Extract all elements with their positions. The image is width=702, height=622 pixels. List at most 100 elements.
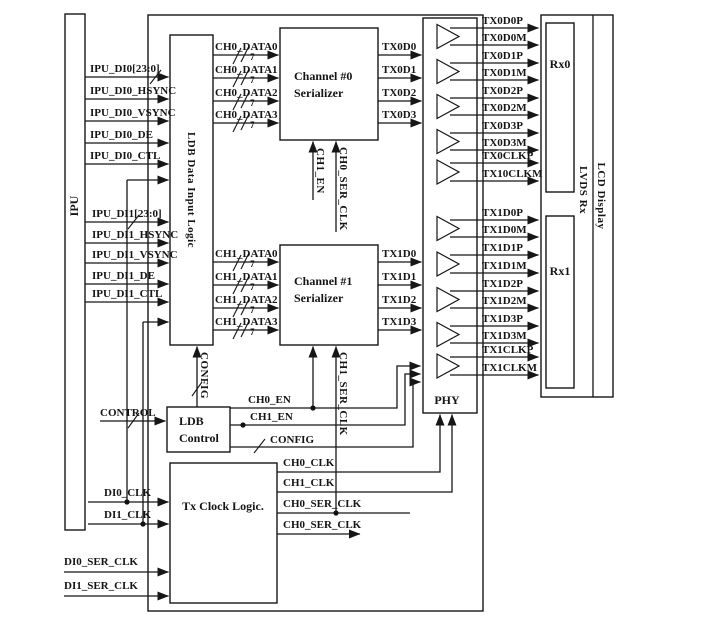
signal-ch1-data0: CH1_DATA0 [215, 248, 278, 260]
ipu-di1-wires [85, 214, 169, 524]
signal-control: CONTROL [100, 407, 156, 419]
buffer-icon [436, 250, 461, 278]
phy-label: PHY [434, 393, 460, 407]
signal-ch0-data1: CH0_DATA1 [215, 64, 278, 76]
bus-width-ch1-data1: 7 [250, 282, 255, 292]
tx0-wires [378, 50, 422, 128]
signal-ch1-clk: CH1_CLK [283, 477, 335, 489]
signal-ipu-di1-de: IPU_DI1_DE [92, 270, 155, 282]
lcd-display-label: LCD Display [595, 163, 607, 230]
ipu-di0-wires [85, 69, 169, 502]
signal-tx0d1: TX0D1 [382, 64, 416, 76]
tx-clock-logic-block [169, 462, 278, 604]
tx-clock-logic-label: Tx Clock Logic. [182, 499, 264, 513]
signal-tx0d1p: TX0D1P [482, 50, 523, 62]
buffer-icon [436, 321, 461, 348]
signal-ch0-data2: CH0_DATA2 [215, 87, 278, 99]
clock-output-wires [277, 414, 457, 539]
bus-width-ch0-data2: 7 [250, 98, 255, 108]
signal-ipu-di0-bus: IPU_DI0[23:0] [90, 63, 160, 75]
signal-tx0d3: TX0D3 [382, 109, 417, 121]
ldb-control-output-wires [230, 361, 421, 454]
signal-tx10clkm: TX10CLKM [482, 168, 543, 180]
signal-di1-clk: DI1_CLK [104, 509, 152, 521]
signal-tx1d1p: TX1D1P [482, 242, 523, 254]
signal-tx1d1: TX1D1 [382, 271, 416, 283]
signal-tx1d2m: TX1D2M [482, 295, 527, 307]
control-wire [100, 412, 166, 429]
ldb-data-input-logic-block [169, 34, 214, 346]
signal-tx0clkp: TX0CLKP [482, 150, 534, 162]
signal-ipu-di1-ctl: IPU_DI1_CTL [92, 288, 162, 300]
signal-ch0-serializer-clk: CH0_SER_CLK [337, 147, 349, 231]
tx1-wires [378, 257, 422, 335]
lvds-rx-label: LVDS Rx [577, 166, 589, 214]
channel0-serializer-label-line2: Serializer [294, 86, 344, 100]
signal-ch0-ser-clk-out1: CH0_SER_CLK [283, 498, 362, 510]
ldb-control-block [166, 406, 231, 453]
signal-ch0-data0: CH0_DATA0 [215, 41, 278, 53]
clock-input-wires [64, 497, 169, 601]
signal-tx1d0m: TX1D0M [482, 224, 527, 236]
channel1-serializer-label-line1: Channel #1 [294, 274, 352, 288]
signal-ipu-di0-de: IPU_DI0_DE [90, 129, 153, 141]
rx1-block [545, 215, 575, 389]
rx0-block [545, 22, 575, 193]
signal-tx0d2: TX0D2 [382, 87, 417, 99]
ch0-data-bus-slashes [232, 45, 250, 133]
signal-tx1d0: TX1D0 [382, 248, 417, 260]
signal-di0-ser-clk: DI0_SER_CLK [64, 556, 138, 568]
bus-width-ch1-data3: 7 [250, 327, 255, 337]
signal-di0-clk: DI0_CLK [104, 487, 152, 499]
block-outlines [64, 13, 614, 612]
signal-ipu-di0-hsync: IPU_DI0_HSYNC [90, 85, 176, 97]
signal-ch0-en: CH0_EN [248, 394, 291, 406]
config-vertical-wire [191, 346, 203, 407]
signal-ch1-data3: CH1_DATA3 [215, 316, 278, 328]
signal-ch1-data2: CH1_DATA2 [215, 294, 278, 306]
signal-ch0-clk: CH0_CLK [283, 457, 335, 469]
channel1-serializer-block [279, 244, 379, 346]
ldb-control-label-line1: LDB [179, 414, 204, 428]
signal-tx1clkp: TX1CLKP [482, 344, 534, 356]
ch0-data-wires [213, 45, 279, 133]
bus-width-ch0-data0: 7 [250, 52, 255, 62]
ch1-data-wires [213, 252, 279, 340]
rx1-label: Rx1 [550, 264, 571, 278]
buffer-icon [436, 93, 461, 120]
buffer-icon [436, 158, 461, 186]
signal-tx0d3m: TX0D3M [482, 137, 527, 149]
buffer-icon [436, 352, 461, 380]
lvds-ch1-wires [450, 215, 539, 380]
signal-ipu-di1-vsync: IPU_DI1_VSYNC [92, 249, 178, 261]
signal-tx1d2: TX1D2 [382, 294, 417, 306]
signal-di1-ser-clk: DI1_SER_CLK [64, 580, 138, 592]
signal-tx1d3: TX1D3 [382, 316, 417, 328]
signal-tx0d0p: TX0D0P [482, 15, 523, 27]
ldb-control-label-line2: Control [179, 431, 219, 445]
signal-ipu-di0-vsync: IPU_DI0_VSYNC [90, 107, 176, 119]
signal-ipu-di0-ctl: IPU_DI0_CTL [90, 150, 160, 162]
ipu-label: IPU [67, 195, 81, 216]
signal-tx1d3p: TX1D3P [482, 313, 523, 325]
signal-tx0d2m: TX0D2M [482, 102, 527, 114]
serializer-input-stubs [308, 141, 341, 513]
bus-width-ch0-data3: 7 [250, 120, 255, 130]
signal-ch0-ser-clk-out2: CH0_SER_CLK [283, 519, 362, 531]
bus-width-ch1-data2: 7 [250, 305, 255, 315]
ldb-data-input-logic-label: LDB Data Input Logic [185, 132, 197, 248]
buffer-icon [436, 215, 461, 242]
signal-ch1-serializer-clk: CH1_SER_CLK [337, 352, 349, 436]
signal-ch1-en: CH1_EN [250, 411, 293, 423]
signal-tx1d2p: TX1D2P [482, 278, 523, 290]
rx0-label: Rx0 [550, 57, 571, 71]
channel1-serializer-label-line2: Serializer [294, 291, 344, 305]
signal-tx0d3p: TX0D3P [482, 120, 523, 132]
buffer-icon [436, 58, 461, 85]
signal-ch0-serializer-en: CH1_EN [314, 148, 326, 194]
signal-tx0d2p: TX0D2P [482, 85, 523, 97]
signal-ch1-data1: CH1_DATA1 [215, 271, 278, 283]
bus-width-ch1-data0: 7 [250, 259, 255, 269]
